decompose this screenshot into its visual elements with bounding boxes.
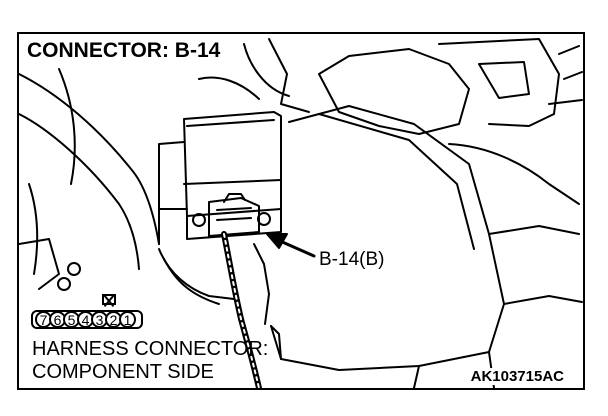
harness-connector-label: HARNESS CONNECTOR: <box>32 338 269 360</box>
engine-bay-illustration <box>19 38 583 388</box>
diagram-frame: CONNECTOR: B-14 B-14(B) 7 6 5 4 3 2 1 HA… <box>17 32 585 390</box>
intake-duct <box>19 73 160 245</box>
connector-callout-label: B-14(B) <box>319 249 385 270</box>
harness-connector-pinout: 7 6 5 4 3 2 1 <box>31 309 143 330</box>
connector-b14 <box>208 197 260 237</box>
pin-1: 1 <box>119 311 136 328</box>
sensor-body <box>183 111 282 217</box>
connector-key-mark <box>102 294 116 305</box>
figure-code: AK103715AC <box>467 368 567 385</box>
connector-title: CONNECTOR: B-14 <box>25 39 227 64</box>
component-side-label: COMPONENT SIDE <box>32 361 214 383</box>
engine-outline <box>268 38 310 113</box>
